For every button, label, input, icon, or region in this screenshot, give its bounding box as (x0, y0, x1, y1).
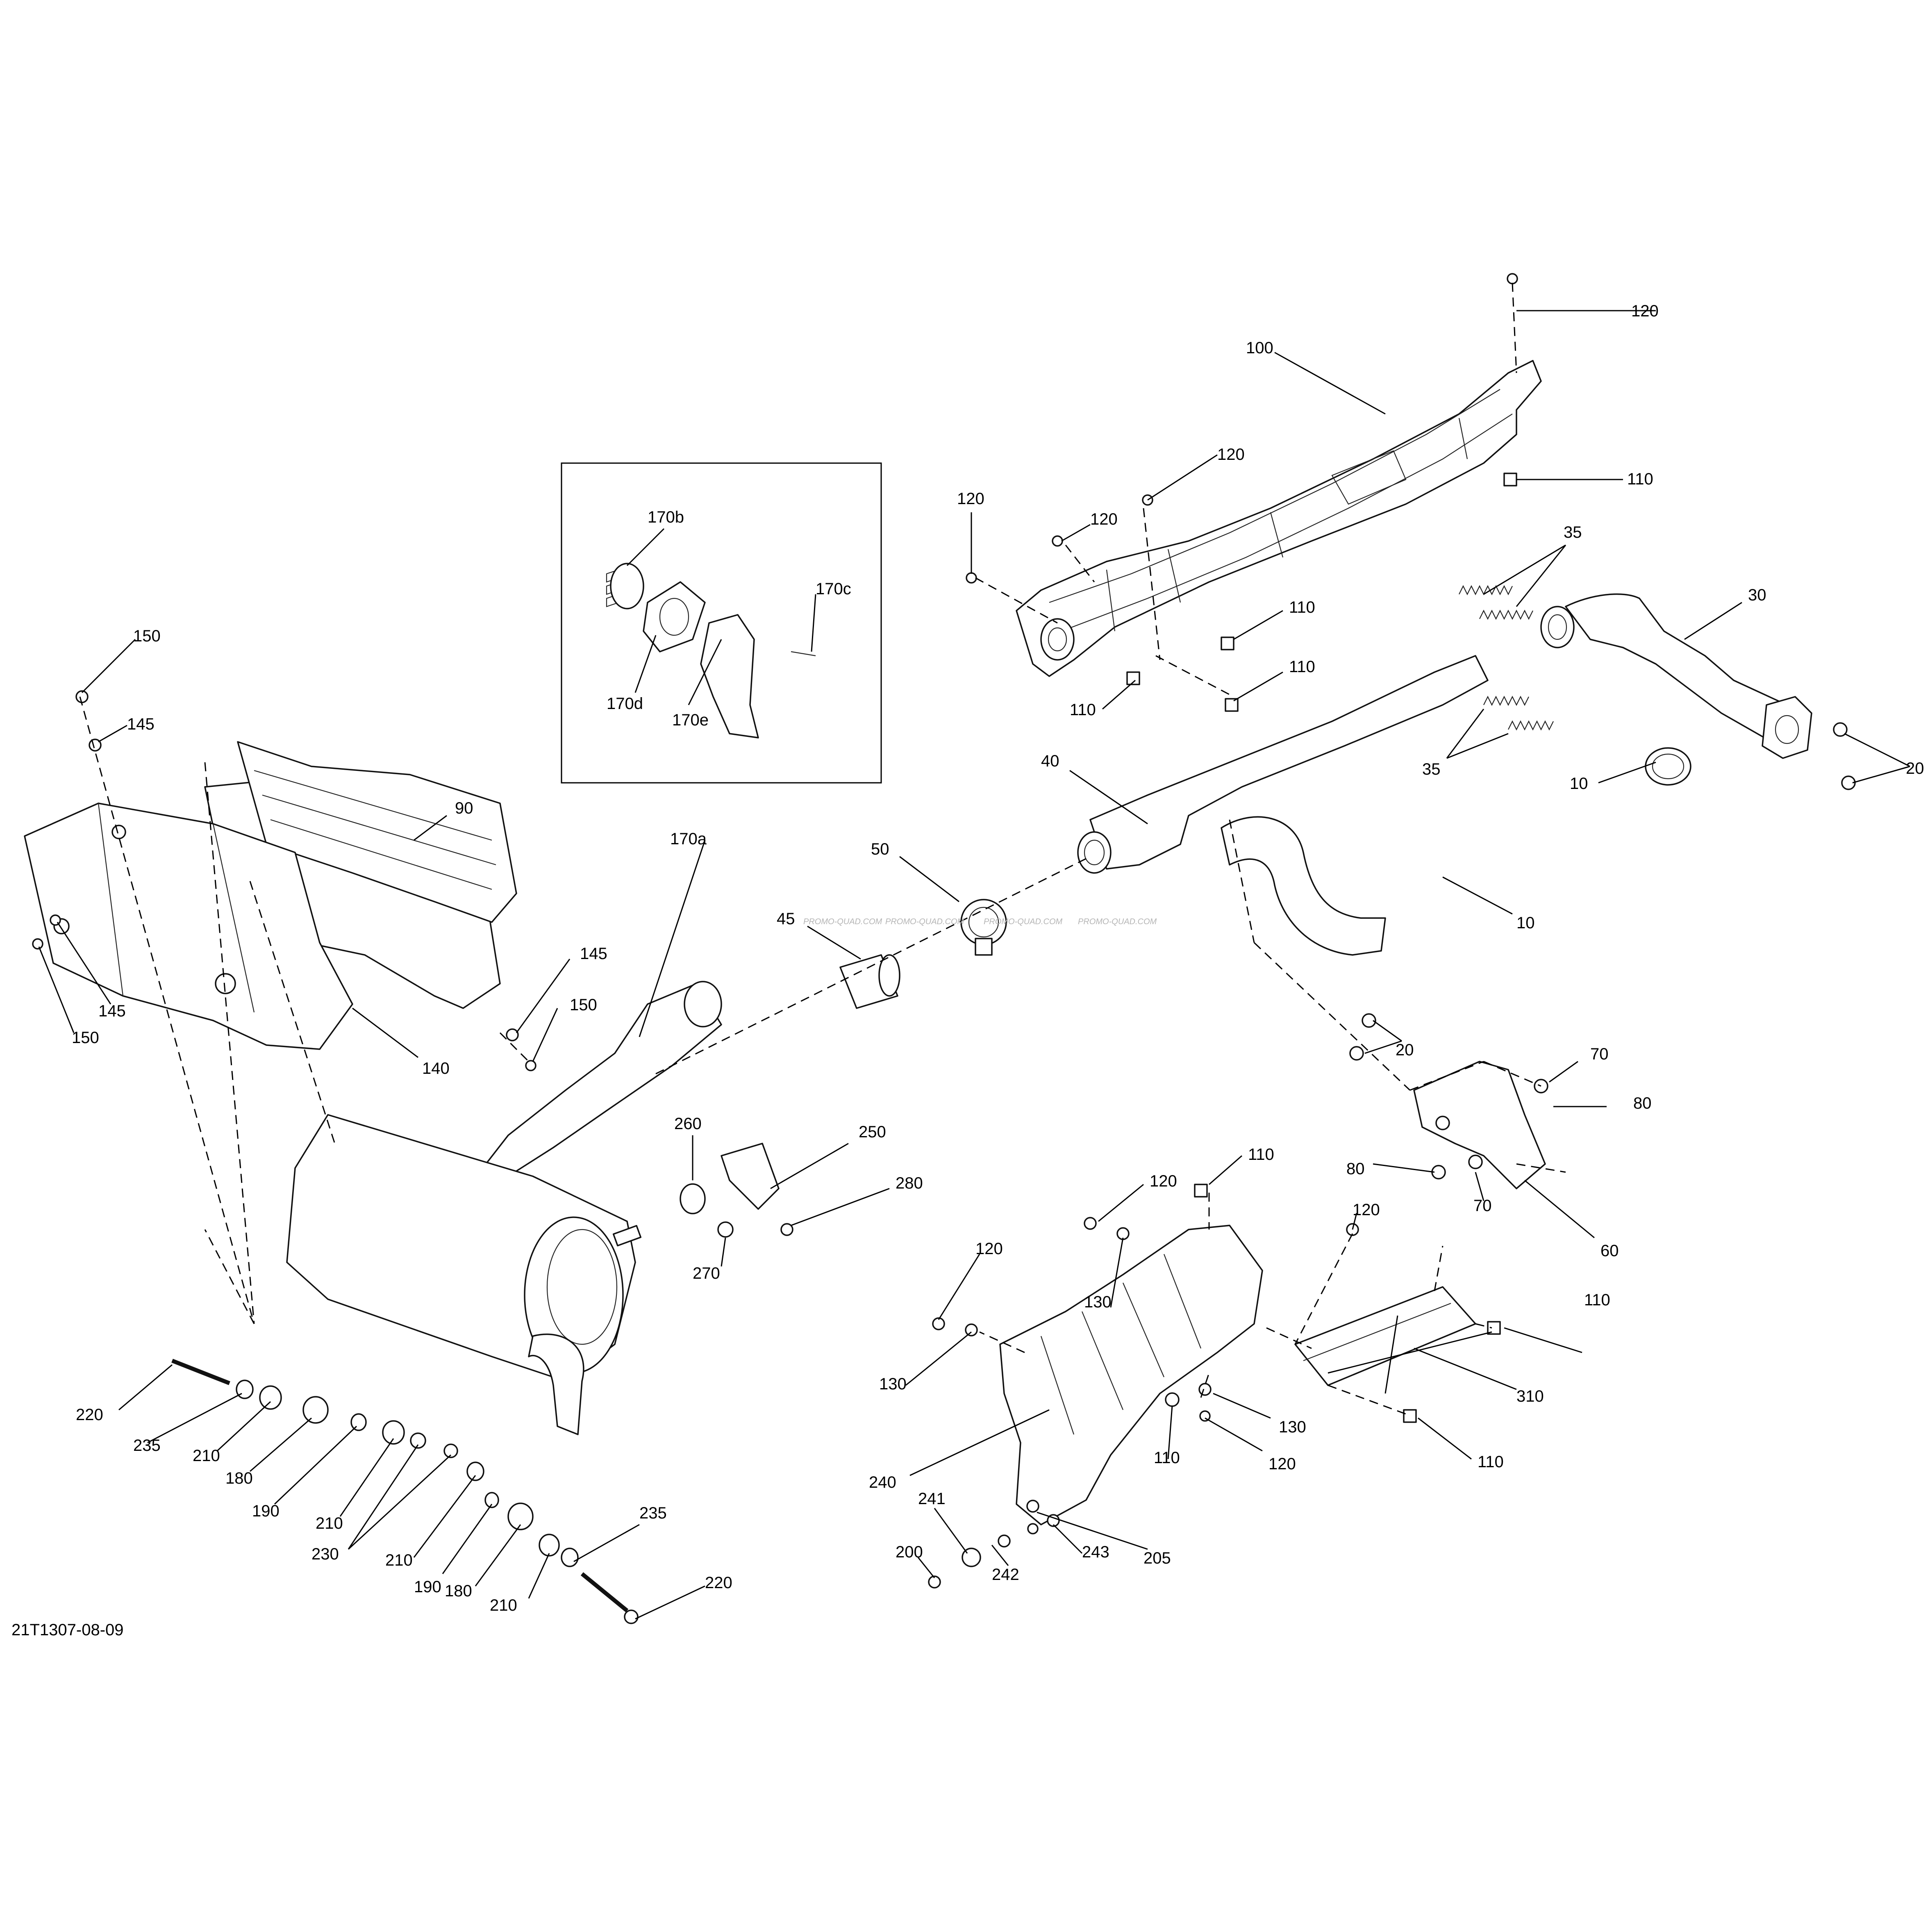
watermark-text: PROMO-QUAD.COM (1078, 917, 1157, 926)
callout-label: 250 (859, 1123, 886, 1141)
sleeve-45 (839, 954, 900, 1009)
callout-label: 310 (1516, 1387, 1544, 1405)
callout-label: 210 (385, 1551, 413, 1569)
figure-id: 21T1307-08-09 (11, 1621, 124, 1639)
callout-label: 280 (896, 1174, 923, 1192)
callout-label: 110 (1070, 701, 1096, 719)
assembly-dashed-lines (79, 282, 1566, 1415)
callout-label: 60 (1600, 1242, 1619, 1260)
callout-label: 205 (1143, 1549, 1171, 1567)
callout-label: 35 (1564, 523, 1582, 541)
callout-label: 20 (1396, 1041, 1414, 1059)
callout-label: 145 (580, 945, 607, 963)
watermark-text: PROMO-QUAD.COM (803, 917, 882, 926)
mid-pipe-40 (1077, 655, 1489, 956)
watermark-text: PROMO-QUAD.COM (885, 917, 964, 926)
callout-label: 220 (76, 1406, 103, 1424)
callout-label: 241 (918, 1490, 946, 1508)
callout-label: 90 (455, 799, 473, 817)
heat-shield-140 (24, 802, 353, 1050)
callout-label: 70 (1590, 1045, 1609, 1063)
callout-label: 130 (1279, 1418, 1306, 1436)
bracket-310 (1294, 1286, 1476, 1386)
callout-label: 110 (1154, 1449, 1180, 1467)
callout-label: 180 (225, 1469, 253, 1487)
callout-label: 210 (316, 1514, 343, 1532)
callout-label: 190 (252, 1502, 280, 1520)
callout-label: 240 (869, 1473, 896, 1491)
callout-label: 230 (311, 1545, 339, 1563)
callout-label: 10 (1570, 775, 1588, 793)
callout-label: 200 (896, 1543, 923, 1561)
callout-label: 130 (879, 1375, 907, 1393)
watermark-strip: PROMO-QUAD.COM PROMO-QUAD.COM PROMO-QUAD… (803, 917, 1157, 926)
callout-label: 30 (1748, 586, 1766, 604)
callout-label: 170a (670, 830, 707, 848)
callout-label: 100 (1246, 339, 1273, 357)
callout-label: 120 (1631, 302, 1659, 320)
callout-label: 235 (639, 1504, 667, 1522)
callout-label: 170b (648, 508, 684, 526)
callout-label: 110 (1248, 1146, 1274, 1164)
callout-label: 70 (1473, 1197, 1492, 1215)
callout-label: 170d (607, 695, 643, 713)
heat-shield-240 (999, 1225, 1263, 1525)
leader-lines (38, 310, 1910, 1620)
callout-label: 150 (570, 996, 597, 1014)
hardware-fasteners (32, 273, 1856, 1624)
callout-label: 145 (98, 1002, 126, 1020)
callout-label: 243 (1082, 1543, 1109, 1561)
callout-label: 210 (193, 1447, 220, 1465)
heat-shield-60 (1413, 1061, 1546, 1189)
callout-label: 110 (1289, 658, 1315, 676)
callout-label: 170e (672, 711, 709, 729)
callout-label: 260 (674, 1115, 702, 1133)
callout-label: 20 (1906, 759, 1924, 777)
callout-label: 235 (133, 1436, 161, 1455)
callout-label: 120 (1150, 1172, 1177, 1190)
clamp-50 (960, 899, 1007, 956)
callout-label: 210 (490, 1596, 517, 1614)
callout-label: 110 (1289, 598, 1315, 616)
callout-labels: 120 100 120 110 120 120 35 30 110 110 11… (72, 302, 1924, 1614)
gasket-10 (1645, 747, 1691, 786)
callout-label: 140 (422, 1059, 450, 1077)
springs-35 (1459, 585, 1554, 731)
callout-label: 45 (777, 910, 795, 928)
inset-box-170 (561, 462, 882, 784)
callout-label: 145 (127, 715, 155, 733)
callout-label: 110 (1627, 470, 1653, 488)
callout-label: 50 (871, 840, 889, 858)
watermark-text: PROMO-QUAD.COM (984, 917, 1063, 926)
callout-label: 150 (133, 627, 161, 645)
callout-label: 120 (975, 1240, 1003, 1258)
callout-label: 150 (72, 1029, 99, 1047)
callout-label: 120 (1217, 445, 1245, 464)
callout-label: 120 (1353, 1201, 1380, 1219)
callout-label: 190 (414, 1578, 441, 1596)
callout-label: 120 (957, 490, 984, 508)
callout-label: 40 (1041, 752, 1059, 770)
callout-label: 80 (1633, 1094, 1652, 1112)
callout-label: 10 (1516, 914, 1535, 932)
callout-label: 130 (1084, 1293, 1112, 1311)
callout-label: 242 (992, 1566, 1019, 1584)
front-exhaust-pipe-30 (1540, 593, 1812, 759)
callout-label: 220 (705, 1574, 732, 1592)
callout-label: 110 (1584, 1291, 1610, 1309)
callout-label: 110 (1478, 1453, 1504, 1471)
callout-label: 180 (445, 1582, 472, 1600)
callout-label: 120 (1090, 510, 1118, 528)
heat-shield-100 (1016, 360, 1542, 677)
callout-label: 80 (1346, 1160, 1365, 1178)
callout-label: 120 (1268, 1455, 1296, 1473)
callout-label: 270 (693, 1264, 720, 1282)
callout-label: 170c (816, 580, 851, 598)
heat-shield-90 (204, 741, 517, 1009)
muffler-assembly (286, 981, 722, 1435)
callout-label: 35 (1422, 760, 1441, 778)
